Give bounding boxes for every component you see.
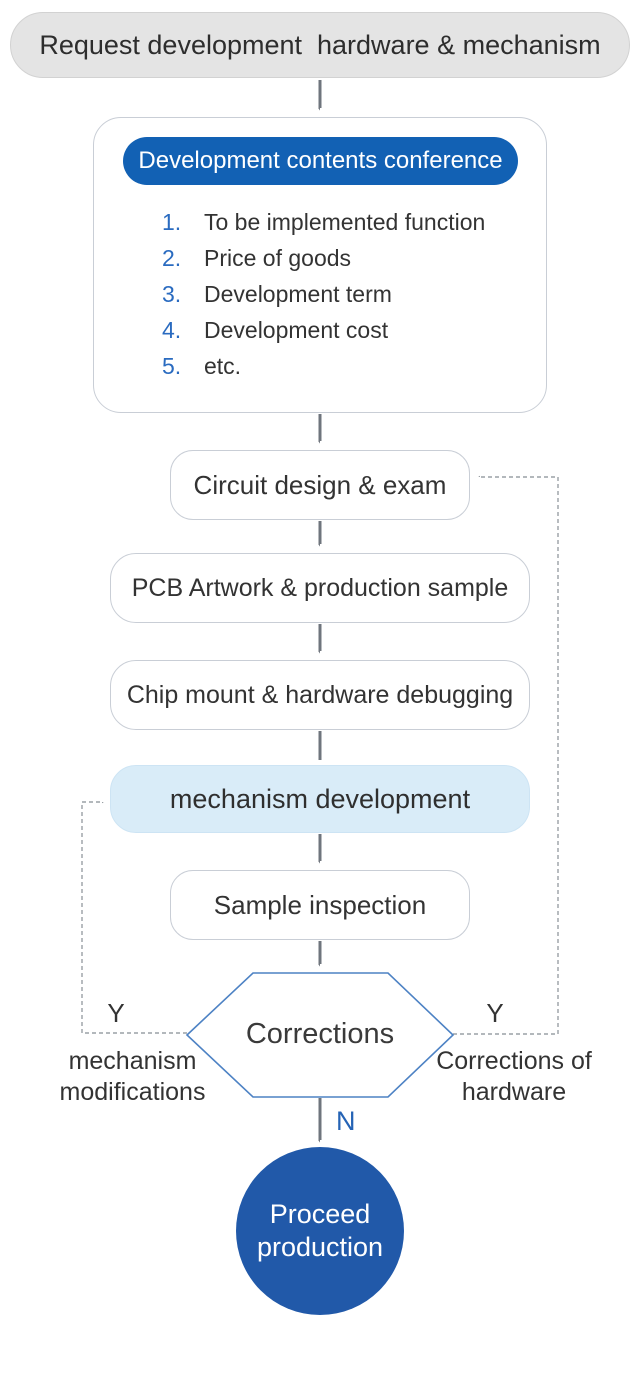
corrections-of-hardware-label: Corrections of hardware — [436, 1047, 592, 1106]
node-sample-inspection: Sample inspection — [170, 870, 470, 940]
feedback-loops — [81, 477, 559, 1035]
node-start: Request development hardware & mechanism — [10, 12, 630, 78]
node-pcb-artwork: PCB Artwork & production sample — [110, 553, 530, 623]
list-item: 2. Price of goods — [94, 240, 546, 276]
proceed-production-text: Proceed production — [256, 1199, 384, 1262]
list-item-number: 5. — [162, 352, 182, 379]
branch-yes-left-label: Y — [107, 998, 125, 1028]
branch-yes-right-label: Y — [486, 998, 504, 1028]
list-item-text: Development cost — [204, 316, 389, 343]
list-item-text: To be implemented function — [204, 208, 486, 235]
branch-no-label: N — [336, 1106, 356, 1136]
node-mechanism-development: mechanism development — [110, 765, 530, 833]
list-item: 3. Development term — [94, 276, 546, 312]
decision-label: Corrections — [245, 1018, 395, 1050]
feedback-hardware-loop — [453, 477, 559, 1035]
node-chip-mount: Chip mount & hardware debugging — [110, 660, 530, 730]
list-item-text: etc. — [204, 352, 242, 379]
mechanism-modifications-label: mechanism modifications — [59, 1047, 206, 1106]
list-item-number: 2. — [162, 244, 182, 271]
node-proceed-production: Proceed production — [236, 1147, 404, 1315]
list-item-number: 3. — [162, 280, 182, 307]
node-circuit-design: Circuit design & exam — [170, 450, 470, 520]
list-item-number: 1. — [162, 208, 182, 235]
decision-hexagon — [185, 972, 455, 1098]
list-item: 4. Development cost — [94, 312, 546, 348]
list-item-text: Price of goods — [204, 244, 352, 271]
feedback-mechanism-loop — [81, 801, 187, 1034]
conference-list: 1. To be implemented function 2. Price o… — [94, 204, 546, 384]
node-conference: Development contents conference 1. To be… — [93, 117, 547, 413]
conference-title-pill: Development contents conference — [123, 137, 518, 185]
list-item-number: 4. — [162, 316, 182, 343]
list-item-text: Development term — [204, 280, 392, 307]
list-item: 1. To be implemented function — [94, 204, 546, 240]
list-item: 5. etc. — [94, 348, 546, 384]
